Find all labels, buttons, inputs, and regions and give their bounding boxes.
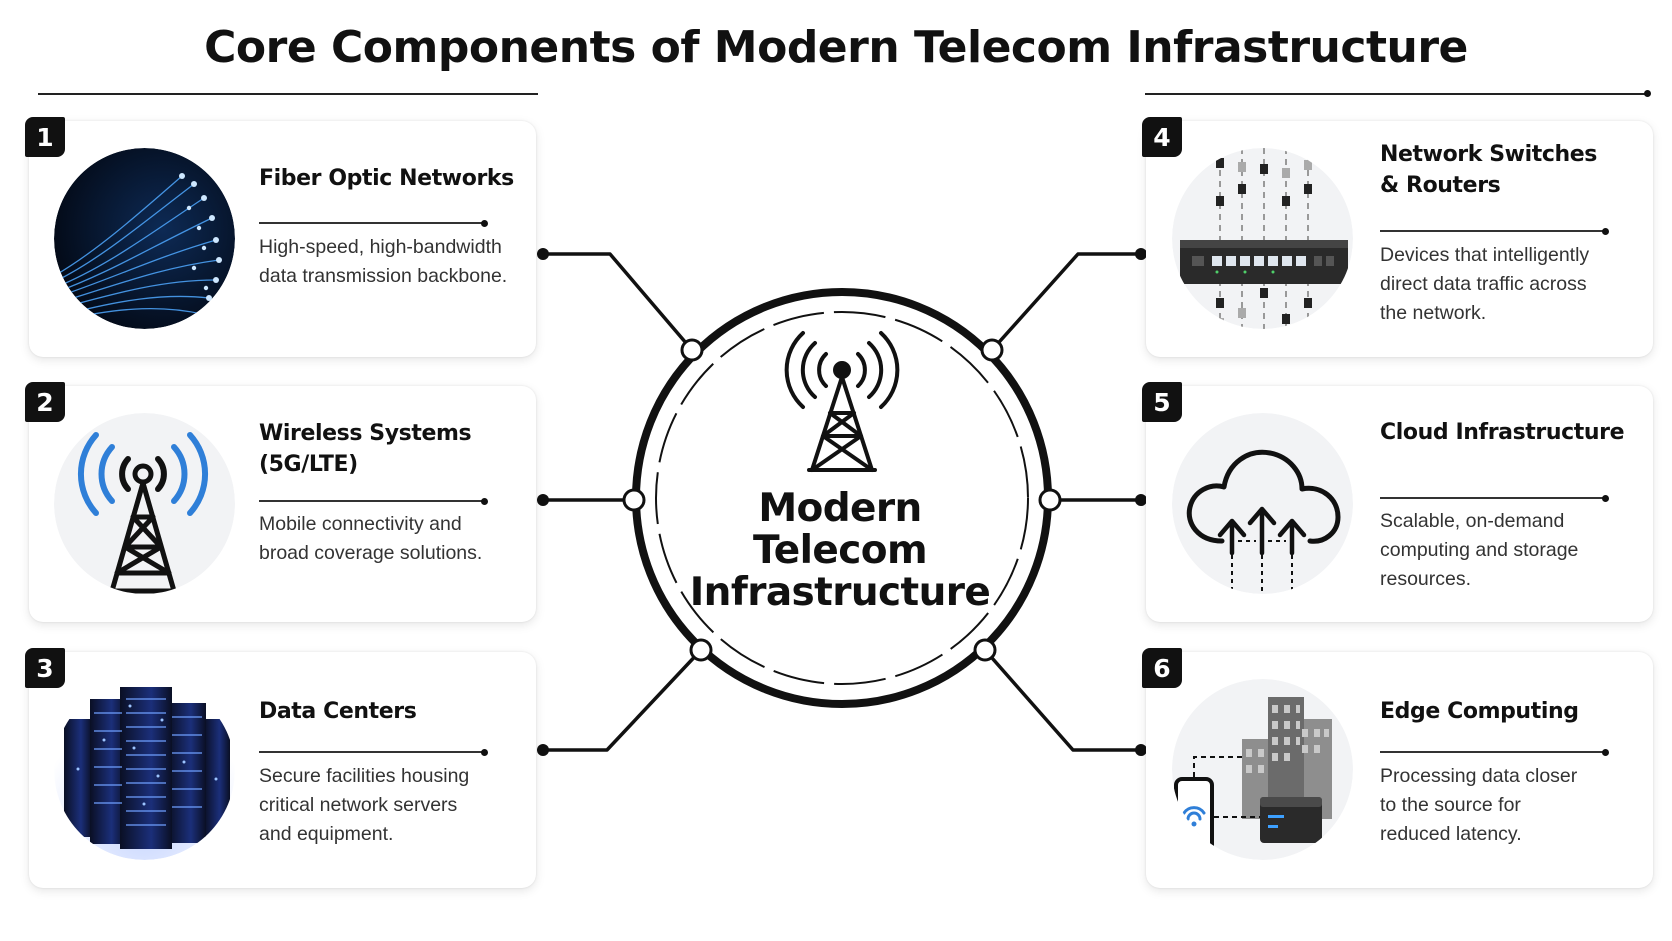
cloud-upload-icon	[1172, 413, 1353, 594]
hub-node-2	[622, 488, 646, 512]
cell-tower-icon	[784, 331, 900, 472]
component-card-fiber-optic: 1 Fiber O	[25, 117, 536, 357]
connector-1	[541, 252, 694, 352]
title-rule-left	[38, 93, 538, 95]
connector-3	[541, 648, 703, 752]
component-divider	[259, 219, 488, 227]
component-title: Wireless Systems (5G/LTE)	[259, 421, 472, 477]
component-divider	[1380, 494, 1609, 502]
component-number-badge: 4	[1142, 117, 1182, 157]
component-number-badge: 6	[1142, 648, 1182, 688]
hub-inner-dashed-ring	[655, 311, 1029, 685]
component-title: Network Switches & Routers	[1380, 142, 1597, 198]
component-divider	[259, 748, 488, 756]
component-number-badge: 3	[25, 648, 65, 688]
component-description: Mobile connectivity and broad coverage s…	[259, 513, 483, 564]
hub-label: Modern Telecom Infrastructure	[684, 488, 996, 614]
component-title: Data Centers	[259, 699, 417, 724]
hub-node-6	[973, 638, 997, 662]
hub-label-line: Modern	[758, 486, 922, 531]
component-title: Fiber Optic Networks	[259, 166, 514, 191]
wireless-tower-icon	[54, 413, 235, 594]
connector-6	[983, 648, 1143, 752]
component-divider	[1380, 227, 1609, 235]
component-card-data-centers: 3	[25, 648, 536, 888]
hub-node-4	[980, 338, 1004, 362]
edge-computing-icon	[1172, 679, 1353, 860]
connector-4	[990, 252, 1143, 352]
hub-node-1	[680, 338, 704, 362]
component-card-cloud: 5 Cloud Infrastructure Scalable, on-dema…	[1142, 382, 1653, 622]
hub-node-3	[689, 638, 713, 662]
component-description: Secure facilities housing critical netwo…	[259, 765, 470, 845]
component-description: Scalable, on-demand computing and storag…	[1380, 510, 1579, 590]
component-number-badge: 5	[1142, 382, 1182, 422]
network-switch-icon	[1172, 148, 1353, 329]
title-rule-dot	[1644, 90, 1651, 97]
title-rule-right	[1145, 93, 1647, 95]
fiber-optic-icon	[54, 148, 235, 329]
component-description: Processing data closer to the source for…	[1380, 765, 1578, 845]
server-racks-icon	[54, 679, 235, 860]
component-card-switches-routers: 4	[1142, 117, 1653, 357]
component-description: High-speed, high-bandwidth data transmis…	[259, 236, 508, 287]
component-title: Edge Computing	[1380, 699, 1579, 724]
component-number-badge: 1	[25, 117, 65, 157]
page-title: Core Components of Modern Telecom Infras…	[204, 22, 1468, 73]
component-description: Devices that intelligently direct data t…	[1380, 244, 1590, 324]
hub-label-line: Telecom	[752, 528, 928, 573]
component-number-badge: 2	[25, 382, 65, 422]
component-card-wireless: 2 Wireless Systems (5G/LTE) Mobile co	[25, 382, 536, 622]
hub-label-line: Infrastructure	[689, 570, 991, 615]
component-divider	[1380, 748, 1609, 756]
component-title: Cloud Infrastructure	[1380, 420, 1625, 445]
component-card-edge-computing: 6	[1142, 648, 1653, 888]
hub-node-5	[1038, 488, 1062, 512]
component-divider	[259, 497, 488, 505]
